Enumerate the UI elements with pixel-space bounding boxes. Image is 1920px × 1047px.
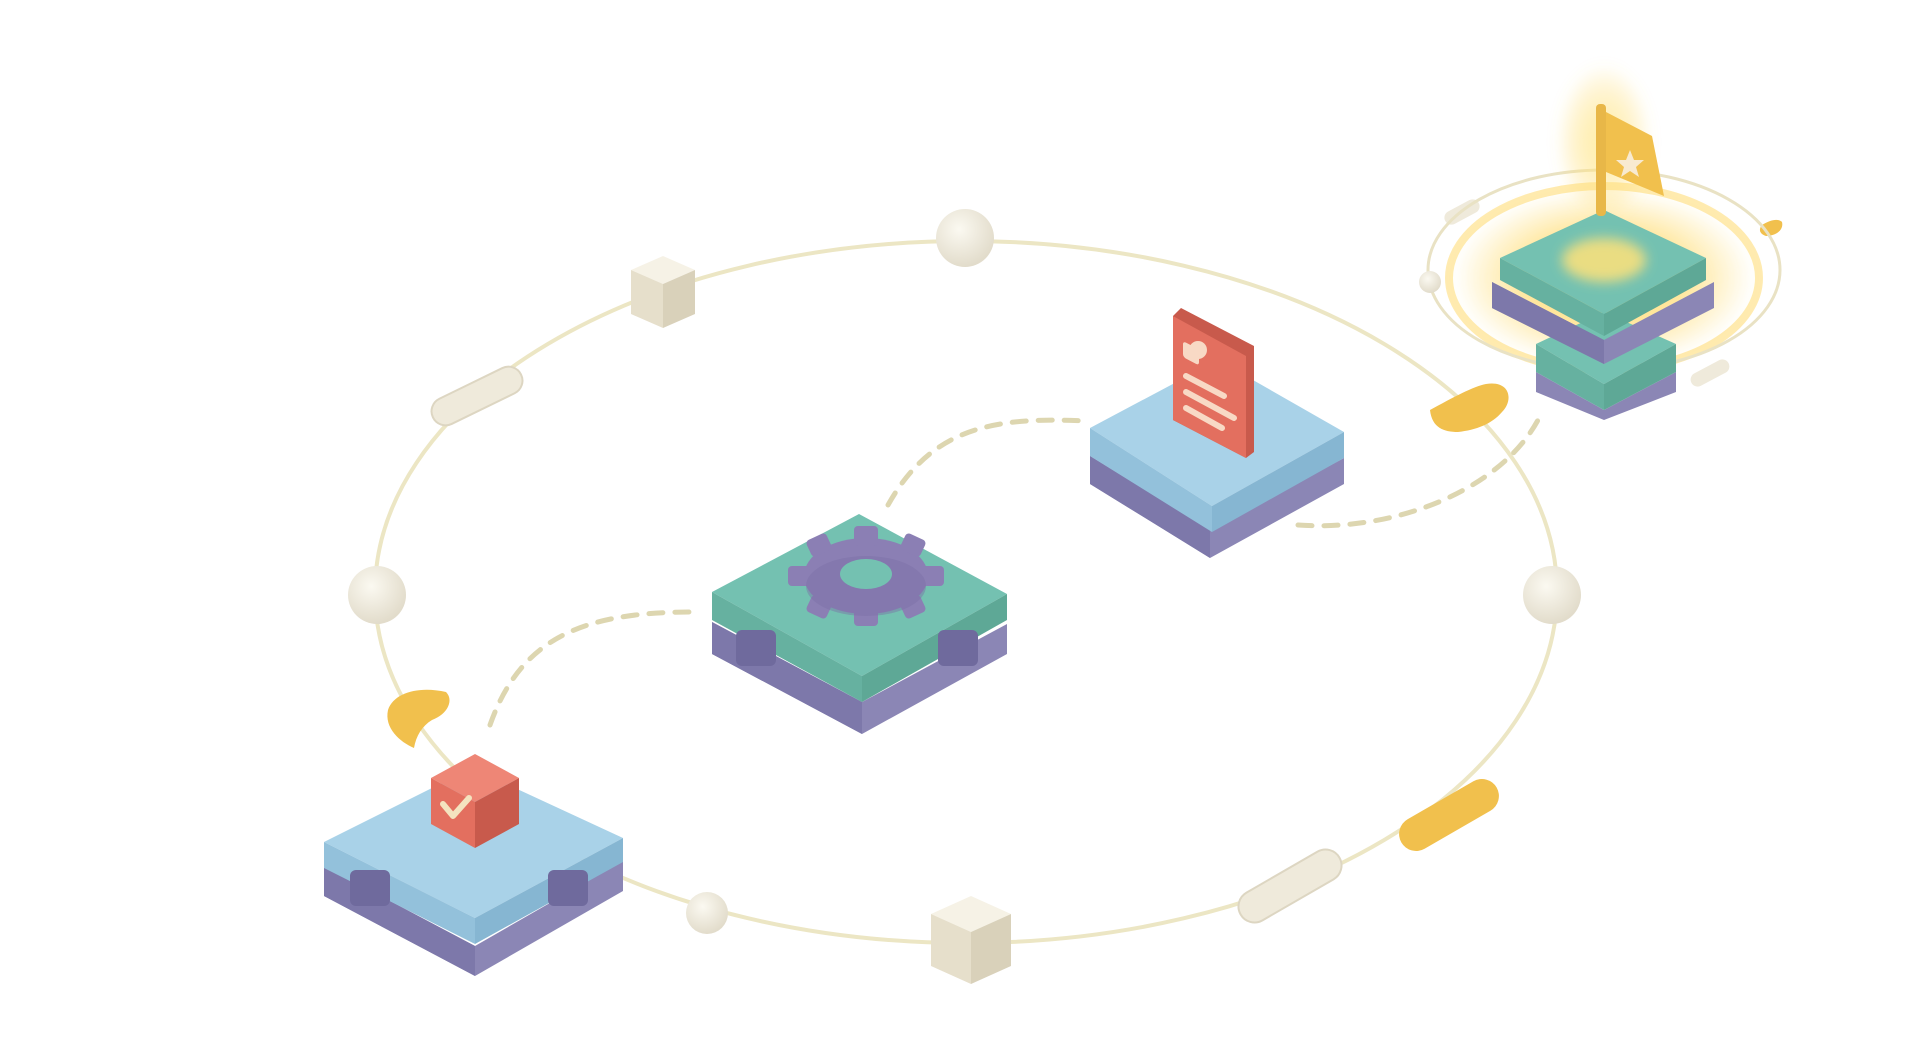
orbit-bead-top [936, 209, 994, 267]
yellow-marker-right [1430, 383, 1509, 432]
star-flag-icon [1596, 104, 1664, 216]
dashed-path-process-to-review [885, 417, 1088, 508]
orbit-bead-right [1523, 566, 1581, 624]
orbit-pill-yellow-bottom-right [1399, 779, 1499, 851]
stage-goal-upper-platform [1492, 210, 1714, 364]
check-box-icon [431, 754, 519, 848]
orbit-pill-bottom-right [1237, 848, 1343, 924]
orbit-pill-left [430, 365, 524, 427]
gear-icon [788, 526, 944, 626]
dashed-path-start-to-process [487, 609, 695, 728]
orbit-bead-left [348, 566, 406, 624]
orbit-pill-small-right [1690, 359, 1730, 387]
orbit-bead-goal-left [1419, 271, 1441, 293]
orbit-cube-top-left [631, 256, 695, 328]
document-icon [1173, 308, 1254, 458]
stage-start-platform [324, 768, 623, 976]
dashed-path-review-to-goal [1295, 417, 1541, 529]
yellow-marker-left [387, 689, 450, 748]
orbit-bead-bottom-small [686, 892, 728, 934]
orbit-cube-bottom [931, 896, 1011, 984]
